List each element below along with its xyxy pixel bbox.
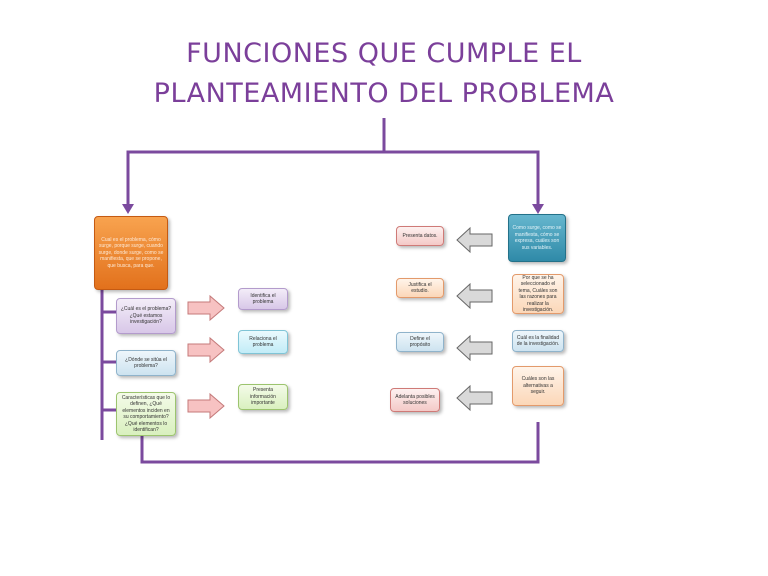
left-arrow-icon bbox=[456, 282, 493, 310]
right-main-box: Como surge, como se manifiesta, cómo se … bbox=[508, 214, 566, 262]
page-title: FUNCIONES QUE CUMPLE EL PLANTEAMIENTO DE… bbox=[0, 34, 768, 114]
right-arrow-icon bbox=[187, 294, 225, 322]
question-box-1: ¿Cuál es el problema? ¿Qué estamos inves… bbox=[116, 298, 176, 334]
right-box-alternativas: Cuáles son las alternativas a seguir. bbox=[512, 366, 564, 406]
right-arrow-icon bbox=[187, 392, 225, 420]
result-box-relaciona: Relaciona el problema bbox=[238, 330, 288, 354]
left-arrow-icon bbox=[456, 384, 493, 412]
result-box-presenta-informacion: Presenta información importante bbox=[238, 384, 288, 410]
left-arrow-icon bbox=[456, 334, 493, 362]
right-box-razones: Por que se ha seleccionado el tema, Cuál… bbox=[512, 274, 564, 314]
result-box-define: Define el propósito bbox=[396, 332, 444, 352]
title-line-2: PLANTEAMIENTO DEL PROBLEMA bbox=[153, 78, 615, 109]
result-box-adelanta: Adelanta posibles soluciones bbox=[390, 388, 440, 412]
left-main-box: Cual es el problema, cómo surge, porque … bbox=[94, 216, 168, 290]
question-box-3: Características que lo definen, ¿Qué ele… bbox=[116, 392, 176, 436]
result-box-justifica: Justifica el estudio. bbox=[396, 278, 444, 298]
right-arrow-icon bbox=[187, 336, 225, 364]
result-box-identifica: Identifica el problema bbox=[238, 288, 288, 310]
question-box-2: ¿Dónde se sitúa el problema? bbox=[116, 350, 176, 376]
left-arrow-icon bbox=[456, 226, 493, 254]
right-box-finalidad: Cuál es la finalidad de la investigación… bbox=[512, 330, 564, 352]
result-box-presenta-datos: Presenta datos. bbox=[396, 226, 444, 246]
title-line-1: FUNCIONES QUE CUMPLE EL bbox=[186, 38, 582, 69]
